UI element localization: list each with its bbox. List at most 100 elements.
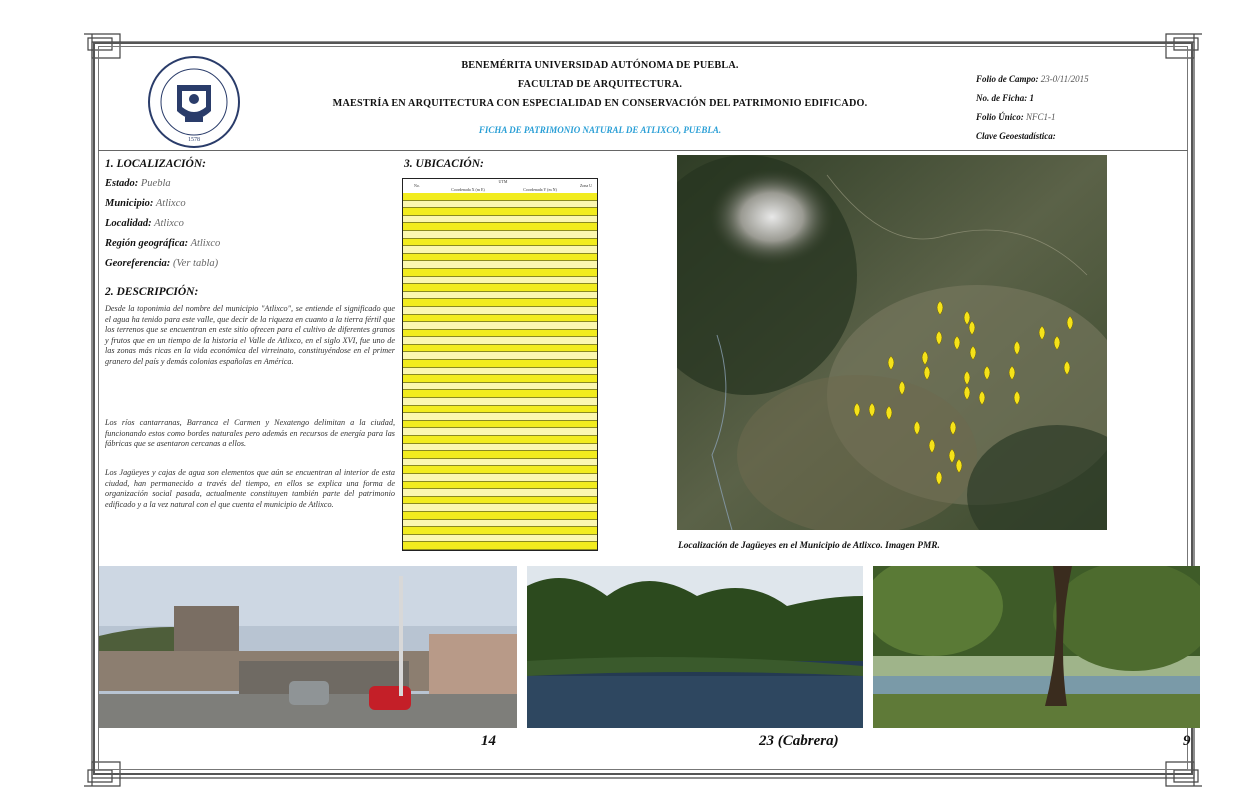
header-band [98, 46, 1188, 151]
map-pin-icon [1013, 340, 1021, 356]
table-row [403, 481, 597, 490]
map-pin-icon [913, 420, 921, 436]
table-row [403, 405, 597, 414]
table-row [403, 420, 597, 429]
table-row [403, 352, 597, 361]
field-localidad: Localidad: Atlixco [105, 218, 184, 229]
table-row [403, 291, 597, 300]
map-pin-icon [935, 470, 943, 486]
map-pin-icon [1066, 315, 1074, 331]
card-inner-border [98, 46, 1188, 770]
field-municipio: Municipio: Atlixco [105, 198, 186, 209]
table-row [403, 299, 597, 307]
map-pin-icon [1013, 390, 1021, 406]
table-row [403, 466, 597, 474]
table-row [403, 527, 597, 535]
table-row [403, 306, 597, 315]
photo-jagüey-23 [527, 566, 863, 728]
table-row [403, 542, 597, 550]
section-descripcion-title: 2. DESCRIPCIÓN: [105, 286, 199, 298]
satellite-map [677, 155, 1107, 530]
svg-text:1578: 1578 [188, 137, 200, 143]
table-row [403, 230, 597, 239]
table-row [403, 200, 597, 209]
heading-program: MAESTRÍA EN ARQUITECTURA CON ESPECIALIDA… [332, 98, 868, 109]
table-row [403, 329, 597, 338]
map-pin-icon [969, 345, 977, 361]
coordinates-table-rows [403, 193, 597, 550]
table-row [403, 322, 597, 330]
field-region: Región geográfica: Atlixco [105, 238, 221, 249]
table-row [403, 268, 597, 277]
table-row [403, 253, 597, 262]
table-row [403, 246, 597, 254]
map-pin-icon [949, 420, 957, 436]
col-zone: Zona U [579, 183, 593, 188]
map-pin-icon [963, 310, 971, 326]
map-pin-icon [953, 335, 961, 351]
table-row [403, 443, 597, 452]
map-pin-icon [935, 330, 943, 346]
map-pins-group [853, 300, 1074, 486]
description-paragraph-3: Los Jagüeyes y cajas de agua son element… [105, 468, 395, 509]
coordinates-table-header: No. UTM Coordenada X (m E) Coordenada Y … [403, 179, 597, 194]
institution-heading: BENEMÉRITA UNIVERSIDAD AUTÓNOMA DE PUEBL… [250, 56, 950, 113]
section-localizacion-title: 1. LOCALIZACIÓN: [105, 158, 206, 170]
card-outer-border [93, 42, 1193, 775]
map-pin-icon [923, 365, 931, 381]
table-row [403, 428, 597, 436]
map-pin-icon [955, 458, 963, 474]
table-row [403, 398, 597, 406]
meta-folio-campo: Folio de Campo: 23-0/11/2015 [976, 74, 1089, 84]
map-pin-icon [921, 350, 929, 366]
table-row [403, 223, 597, 231]
map-pin-icon [885, 405, 893, 421]
map-pin-icon [978, 390, 986, 406]
meta-block: Folio de Campo: 23-0/11/2015 No. de Fich… [976, 70, 1176, 146]
map-pin-icon [898, 380, 906, 396]
heading-university: BENEMÉRITA UNIVERSIDAD AUTÓNOMA DE PUEBL… [461, 60, 739, 71]
table-row [403, 504, 597, 512]
map-pin-icon [968, 320, 976, 336]
map-pin-icon [928, 438, 936, 454]
table-row [403, 261, 597, 269]
table-row [403, 344, 597, 353]
table-row [403, 473, 597, 482]
table-row [403, 360, 597, 368]
photo-number-9: 9 [1183, 733, 1191, 749]
field-estado: Estado: Puebla [105, 178, 171, 189]
map-pin-icon [963, 385, 971, 401]
description-paragraph-2: Los ríos cantarranas, Barranca el Carmen… [105, 418, 395, 449]
table-row [403, 337, 597, 345]
map-pin-icon [963, 370, 971, 386]
table-row [403, 367, 597, 376]
meta-ficha: No. de Ficha: 1 [976, 93, 1034, 103]
map-pin-icon [936, 300, 944, 316]
col-no: No. [414, 183, 420, 188]
coordinates-table: No. UTM Coordenada X (m E) Coordenada Y … [402, 178, 598, 551]
col-y: Coordenada Y (m N) [523, 187, 557, 192]
section-ubicacion-title: 3. UBICACIÓN: [404, 158, 484, 170]
table-row [403, 413, 597, 421]
map-pin-icon [983, 365, 991, 381]
table-row [403, 314, 597, 323]
field-georeferencia: Georeferencia: (Ver tabla) [105, 258, 219, 269]
table-row [403, 215, 597, 224]
map-pin-icon [887, 355, 895, 371]
map-caption: Localización de Jagüeyes en el Municipio… [678, 541, 940, 551]
photo-number-14: 14 [481, 733, 496, 749]
table-row [403, 208, 597, 216]
map-pin-icon [853, 402, 861, 418]
map-pin-icon [1063, 360, 1071, 376]
table-row [403, 390, 597, 399]
map-pin-icon [868, 402, 876, 418]
col-utm: UTM [498, 179, 508, 184]
table-row [403, 436, 597, 444]
map-pin-icon [1038, 325, 1046, 341]
photo-jagüey-9 [873, 566, 1200, 728]
table-row [403, 284, 597, 292]
map-pin-icon [948, 448, 956, 464]
table-row [403, 511, 597, 520]
sheet-subtitle: FICHA DE PATRIMONIO NATURAL DE ATLIXCO, … [478, 125, 722, 135]
table-row [403, 496, 597, 505]
